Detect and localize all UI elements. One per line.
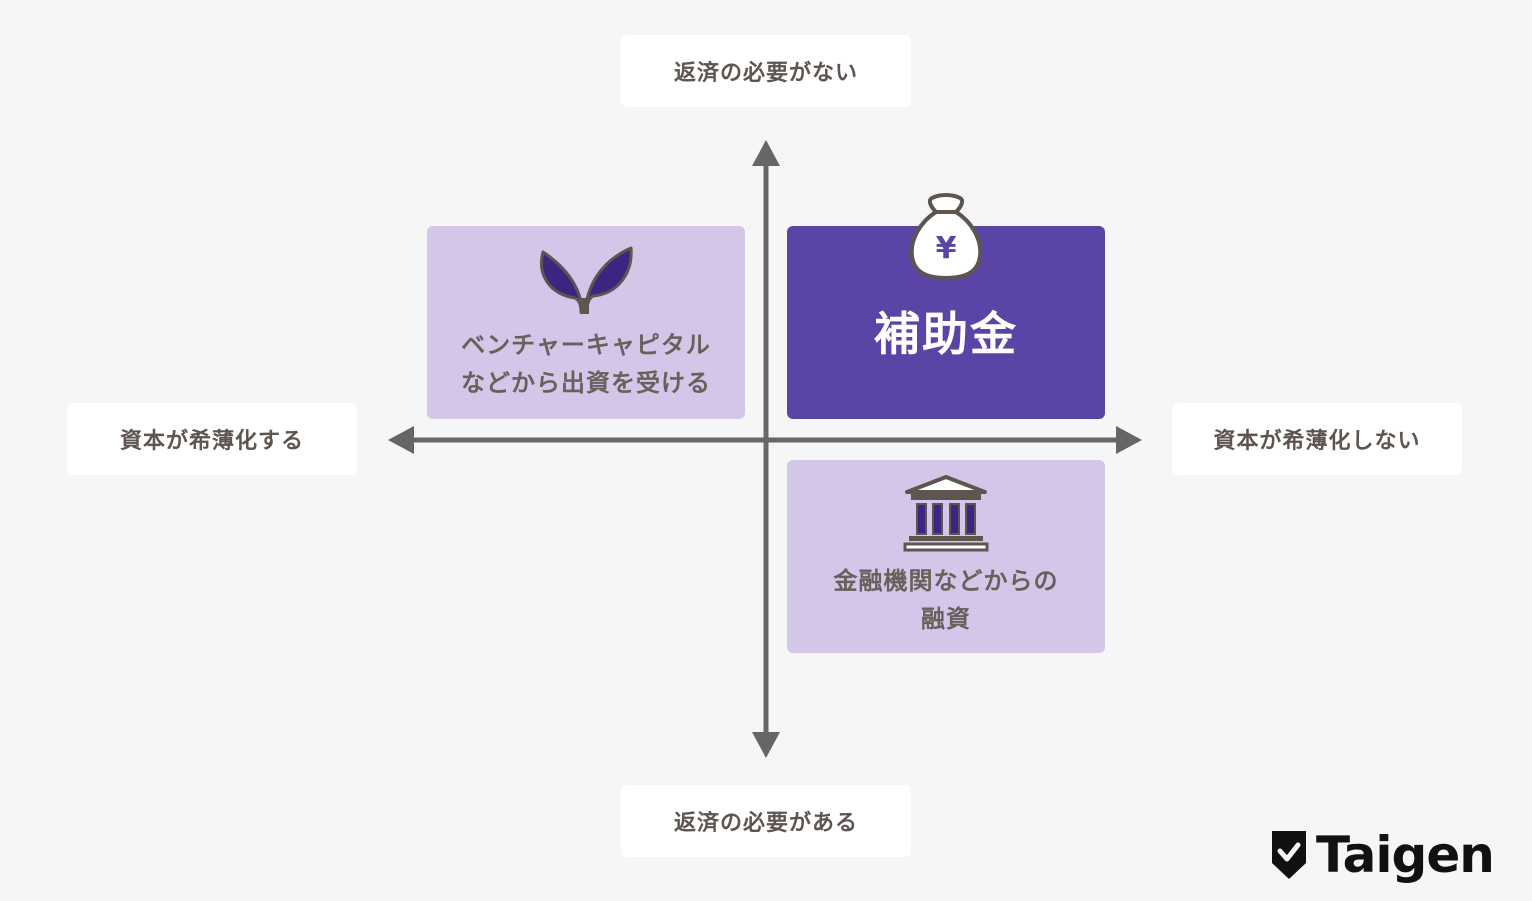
axis-label-bottom: 返済の必要がある <box>621 785 911 857</box>
subsidy-label: 補助金 <box>874 307 1018 361</box>
axis-label-left: 資本が希薄化する <box>67 403 357 475</box>
arrow-left-icon <box>388 426 414 454</box>
arrow-up-icon <box>752 140 780 166</box>
axis-label-right: 資本が希薄化しない <box>1172 403 1462 475</box>
axis-label-top: 返済の必要がない <box>621 35 911 107</box>
bank-building-icon <box>903 475 989 552</box>
brand-name: Taigen <box>1316 826 1495 884</box>
venture-capital-line2: などから出資を受ける <box>461 369 711 397</box>
bank-loan-line1: 金融機関などからの <box>833 567 1059 595</box>
arrow-right-icon <box>1116 426 1142 454</box>
taigen-logo: Taigen <box>1270 826 1495 884</box>
money-bag-yen-icon: ¥ <box>909 193 983 280</box>
bank-loan-text: 金融機関などからの 融資 <box>787 562 1105 638</box>
yen-symbol: ¥ <box>936 231 957 266</box>
quadrant-venture-capital: ベンチャーキャピタル などから出資を受ける <box>427 226 745 419</box>
venture-capital-line1: ベンチャーキャピタル <box>461 331 711 359</box>
taigen-shield-icon <box>1272 831 1306 879</box>
bank-loan-line2: 融資 <box>921 605 971 633</box>
sprout-icon <box>540 246 633 314</box>
venture-capital-text: ベンチャーキャピタル などから出資を受ける <box>427 326 745 402</box>
arrow-down-icon <box>752 732 780 758</box>
